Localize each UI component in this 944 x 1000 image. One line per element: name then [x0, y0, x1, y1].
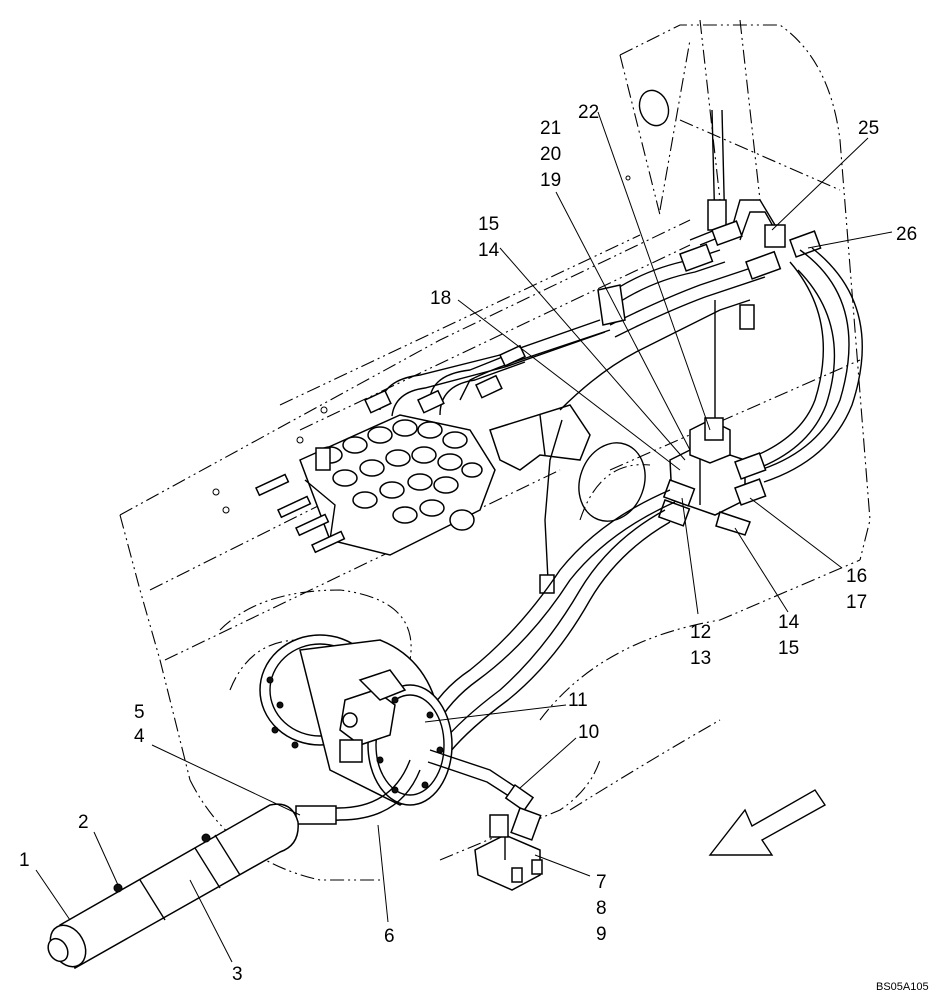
callout-5: 5: [134, 702, 145, 723]
callout-labels: 1 2 3 4 5 6 7 8 9 10 11 12 13 15 14 14 1…: [19, 102, 917, 985]
leader-lines: [35, 111, 893, 963]
upper-hose-run: [597, 109, 863, 483]
callout-8: 8: [596, 898, 607, 919]
valve-block: [657, 417, 767, 536]
callout-17: 17: [846, 592, 867, 613]
callout-26: 26: [896, 224, 917, 245]
callout-11: 11: [568, 690, 588, 711]
motor-supply-hoses: [424, 489, 676, 753]
callout-15-lower: 15: [778, 638, 799, 659]
callout-1: 1: [19, 850, 30, 871]
figure-id: BS05A105: [876, 981, 929, 993]
machine-frame-outline: [119, 19, 871, 881]
callout-6: 6: [384, 926, 395, 947]
motor-return-hoses: [295, 749, 535, 825]
control-valve-assembly: [255, 319, 611, 556]
callout-10: 10: [578, 722, 599, 743]
mounting-bracket: [489, 404, 591, 471]
callout-4: 4: [134, 726, 145, 747]
callout-20: 20: [540, 144, 561, 165]
flow-valve: [474, 807, 543, 891]
callout-21: 21: [540, 118, 561, 139]
callout-2: 2: [78, 812, 89, 833]
callout-15-upper: 15: [478, 214, 499, 235]
callout-12: 12: [690, 622, 711, 643]
callout-7: 7: [596, 872, 607, 893]
callout-3: 3: [232, 964, 243, 985]
frame-holes: [212, 89, 670, 522]
callout-9: 9: [596, 924, 607, 945]
callout-16: 16: [846, 566, 867, 587]
callout-19: 19: [540, 170, 561, 191]
front-direction-arrow-icon: [708, 789, 827, 856]
callout-14-lower: 14: [778, 612, 800, 633]
wire-harness: [539, 299, 755, 594]
accumulator: [47, 803, 299, 970]
callout-13: 13: [690, 648, 711, 669]
callout-25: 25: [858, 118, 879, 139]
drive-motor: [259, 634, 453, 806]
callout-14-upper: 14: [478, 240, 500, 261]
callout-22: 22: [578, 102, 599, 123]
callout-18: 18: [430, 288, 451, 309]
